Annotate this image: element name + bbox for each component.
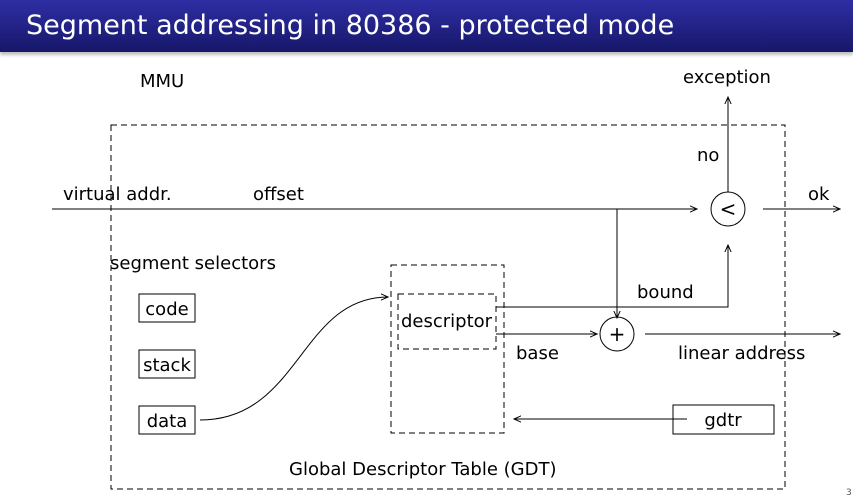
selector-code-label: code xyxy=(145,299,188,320)
selector-data-label: data xyxy=(147,411,188,432)
title-bar: Segment addressing in 80386 - protected … xyxy=(0,0,853,52)
gdtr-label: gdtr xyxy=(704,410,742,431)
selector-code-box xyxy=(138,293,196,323)
offset-label: offset xyxy=(253,184,304,205)
bound-arrow xyxy=(496,245,728,308)
mmu-label: MMU xyxy=(140,71,184,92)
adder-node xyxy=(599,316,635,352)
plus-symbol: + xyxy=(609,322,626,346)
linear-address-label: linear address xyxy=(678,343,805,364)
selector-stack-box xyxy=(138,349,196,379)
base-label: base xyxy=(516,343,559,364)
descriptor-entry xyxy=(397,293,497,350)
selector-stack-label: stack xyxy=(143,355,191,376)
mmu-boundary xyxy=(110,124,786,490)
data-to-descriptor-arrow xyxy=(199,297,388,421)
selector-data-box xyxy=(138,405,196,435)
segment-selectors-label: segment selectors xyxy=(110,253,276,274)
descriptor-label: descriptor xyxy=(401,311,493,332)
no-label: no xyxy=(697,145,719,166)
page-number: 3 xyxy=(846,488,852,498)
compare-symbol: < xyxy=(720,197,737,221)
ok-label: ok xyxy=(808,184,830,205)
slide-title: Segment addressing in 80386 - protected … xyxy=(26,10,675,41)
gdt-caption: Global Descriptor Table (GDT) xyxy=(289,459,557,480)
exception-label: exception xyxy=(683,67,771,88)
virtual-addr-label: virtual addr. xyxy=(63,184,172,205)
bound-label: bound xyxy=(637,282,694,303)
